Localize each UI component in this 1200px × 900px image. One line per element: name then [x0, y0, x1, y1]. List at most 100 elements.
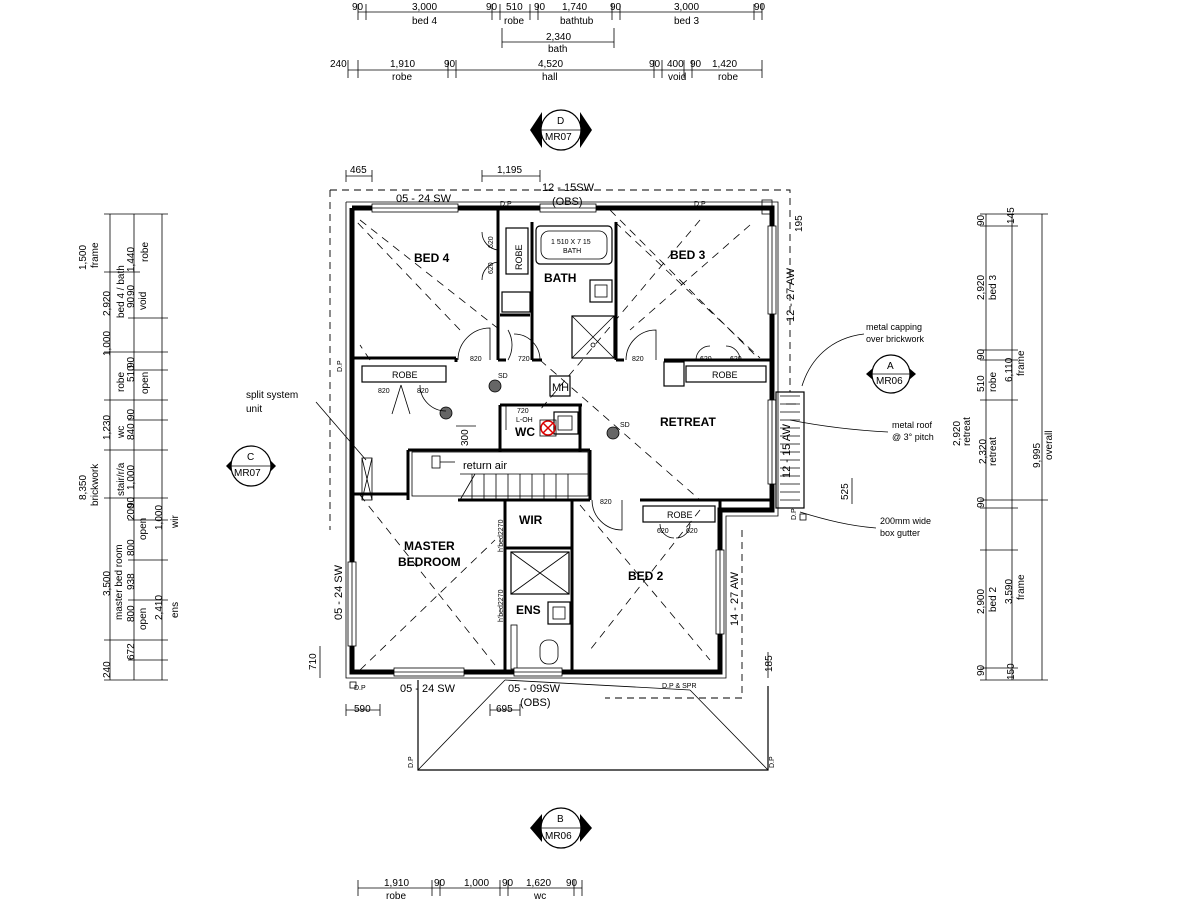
dim-text: 1,910 [390, 59, 415, 70]
dim-label: bed 2 [988, 587, 999, 612]
dim-label: open [138, 518, 149, 540]
dim-text: 695 [496, 704, 513, 715]
dim-text: 1,500 [78, 245, 89, 270]
dim-text: 1,230 [102, 415, 113, 440]
dim-text: 400 [667, 59, 684, 70]
dim-label: robe [504, 16, 524, 27]
dim-text: 510 [506, 2, 523, 13]
dim-text: 3,000 [412, 2, 437, 13]
dim-label: bath [548, 44, 567, 55]
section-ref: MR06 [545, 831, 572, 842]
dim-text: 1,000 [154, 505, 165, 530]
bottom-dimensions: 1,910 90 1,000 90 1,620 90 robe wc [357, 878, 583, 900]
room-bed2: BED 2 [628, 569, 664, 583]
dim-text: 800 [126, 539, 137, 556]
right-dimensions: 90 2,920 bed 3 90 510 robe 90 2,900 bed … [952, 207, 1055, 681]
smoke-detector-label: SD [620, 422, 630, 429]
section-letter: B [557, 814, 564, 825]
window-label: 05 - 09SW [508, 683, 561, 695]
section-marker-b[interactable]: B MR06 [530, 807, 592, 849]
window-label: 05 - 24 SW [400, 683, 456, 695]
dim-label: hall [542, 72, 558, 83]
smoke-detector-label: SD [498, 373, 508, 380]
dim-label: bathtub [560, 16, 594, 27]
dim-text: 6,110 [1004, 357, 1015, 382]
door-width: 620 [730, 356, 742, 363]
window-label: 12 - 15SW [542, 182, 595, 194]
dim-text: 185 [764, 655, 775, 672]
door-width: 820 [632, 356, 644, 363]
dim-text: 2,920 [952, 421, 963, 446]
left-dimensions: 1,500 frame 2,920 1,000 1,230 8,350 bric… [78, 213, 181, 681]
window-label: 14 - 27 AW [729, 571, 741, 626]
note-roof-1: metal roof [892, 420, 933, 430]
downpipe-label: D.P [354, 685, 366, 692]
dim-text: 2,920 [102, 291, 113, 316]
annotation-notes: split system unit metal capping over bri… [246, 322, 934, 538]
room-retreat: RETREAT [660, 415, 716, 429]
dim-text: 710 [308, 653, 319, 670]
dim-label: wir [170, 515, 181, 529]
dim-text: 590 [354, 704, 371, 715]
dim-label: open [138, 608, 149, 630]
dim-text: 1,000 [102, 331, 113, 356]
dim-text: 90 [352, 2, 364, 13]
loh-label: L-OH [516, 417, 533, 424]
dim-label: brickwork [90, 463, 101, 506]
dim-text: 90 [502, 878, 514, 889]
section-letter: A [887, 361, 894, 372]
door-labels: 820 820 720 820 820 820 620 620 620 620 … [378, 236, 742, 622]
door-width: 820 [417, 388, 429, 395]
door-width: 820 [378, 388, 390, 395]
staircase: return air [411, 451, 589, 501]
window-label: 05 - 24 SW [333, 564, 345, 620]
section-marker-a[interactable]: A MR06 [866, 354, 916, 394]
dim-text: 2,320 [978, 439, 989, 464]
dim-label: frame [1016, 574, 1027, 600]
note-split-2: unit [246, 404, 262, 415]
door-width: 720 [517, 408, 529, 415]
note-metal-cap-2: over brickwork [866, 334, 925, 344]
section-ref: MR07 [234, 468, 261, 479]
dim-text: 1,000 [464, 878, 489, 889]
window-label: (OBS) [520, 697, 551, 709]
top-dimensions: 90 3,000 90 510 90 1,740 90 3,000 90 bed… [330, 2, 766, 83]
dim-text: 90 [976, 496, 987, 508]
dim-text: 1,620 [526, 878, 551, 889]
note-split-1: split system [246, 390, 298, 401]
dim-text: 2,920 [976, 275, 987, 300]
dim-label: void [138, 292, 149, 310]
section-marker-c[interactable]: C MR07 [226, 445, 276, 487]
dim-text: 90 [444, 59, 456, 70]
door-swings [391, 231, 741, 539]
dim-text: 90 [649, 59, 661, 70]
window-label: 12 - 27 AW [785, 267, 797, 322]
room-bed3: BED 3 [670, 248, 706, 262]
dim-text: 938 [126, 573, 137, 590]
room-wc: WC [515, 425, 535, 439]
dim-text: 90 [126, 356, 137, 368]
robe-label-bed4: ROBE [392, 370, 418, 380]
dim-text: 90 [486, 2, 498, 13]
side-roof [775, 391, 805, 509]
plan-dimensions: 465 1,195 195 525 710 185 590 695 300 [308, 165, 853, 716]
dim-text: 90 [126, 296, 137, 308]
manhole-label: MH [552, 382, 569, 394]
dim-label: overall [1044, 431, 1055, 460]
section-marker-d[interactable]: D MR07 [530, 109, 592, 151]
bathtub-size: 1 510 X 7 15 [551, 239, 591, 246]
dim-text: 90 [690, 59, 702, 70]
dim-text: 145 [1006, 207, 1017, 224]
robe-label-bed3: ROBE [712, 370, 738, 380]
dim-text: 150 [1006, 663, 1017, 680]
room-labels: BED 4 BATH BED 3 RETREAT MASTER BEDROOM … [398, 248, 716, 617]
downpipes: D.P D.P D.P D.P D.P & SPR D.P D.P D.P [337, 201, 807, 768]
dim-text: 1,420 [712, 59, 737, 70]
downpipe-spreader-label: D.P & SPR [662, 683, 697, 690]
dim-label: robe [116, 372, 127, 392]
room-bath: BATH [544, 271, 576, 285]
robe-label-bath: ROBE [514, 244, 524, 270]
dim-label: wc [533, 891, 546, 900]
downpipe-label: D.P [769, 756, 776, 768]
